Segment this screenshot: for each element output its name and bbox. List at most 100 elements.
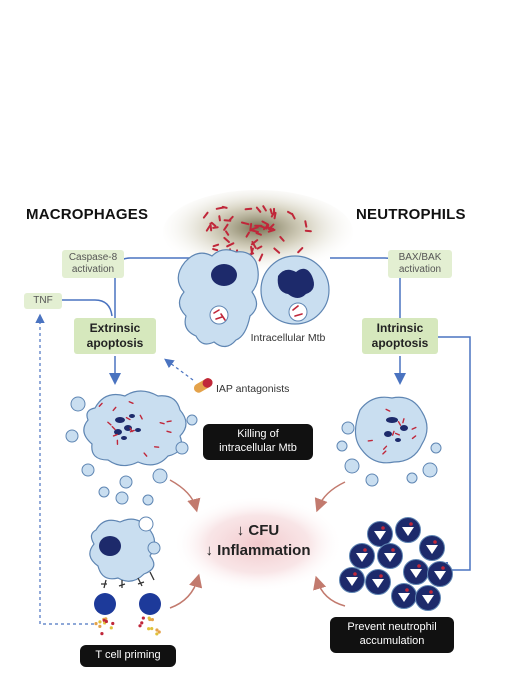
apoptotic-body — [152, 468, 168, 484]
neutrophil-nucleus-gap — [422, 595, 434, 604]
mtb-bacterium — [304, 229, 312, 233]
mtb-bacterium — [166, 420, 172, 423]
apoptotic-body — [119, 475, 133, 489]
mtb-bacterium — [256, 245, 263, 250]
mtb-bacterium — [405, 588, 409, 592]
apoptotic-macrophage-red-arrow — [169, 479, 201, 513]
mtb-bacterium — [363, 548, 367, 552]
apoptotic-body — [186, 414, 198, 426]
extrinsic-apoptosis-box: Extrinsic apoptosis — [74, 318, 156, 354]
infected-macrophage — [177, 249, 259, 348]
mtb-bacterium — [212, 243, 220, 248]
neutrophil-nucleus-gap — [426, 545, 438, 554]
apoptotic-body — [81, 463, 95, 477]
iap-antagonist-pill-icon — [193, 378, 213, 393]
cytokine-dot — [147, 627, 151, 631]
mtb-bacterium — [202, 211, 209, 219]
mtb-bacterium — [223, 236, 230, 244]
mtb-bacterium — [255, 206, 262, 213]
mtb-bacterium — [411, 426, 417, 430]
mtb-bacterium — [125, 416, 131, 421]
mtb-bacterium — [273, 211, 277, 220]
apoptotic-body — [406, 472, 418, 484]
mtb-bacterium — [250, 229, 259, 233]
iap-antagonists-label: IAP antagonists — [216, 383, 290, 395]
mtb-bacterium — [112, 433, 118, 437]
mtb-bacterium — [240, 221, 250, 226]
mtb-bacterium — [391, 430, 395, 436]
outcome-inflammation: ↓ Inflammation — [205, 542, 311, 559]
mtb-bacterium — [221, 205, 228, 209]
mtb-bacterium — [382, 450, 387, 455]
mtb-bacterium — [111, 425, 116, 431]
apoptotic-neutrophil-red-arrow — [314, 481, 346, 513]
neutrophil-nucleus-gap — [374, 531, 386, 540]
outcome-cfu: ↓ CFU — [236, 522, 280, 539]
mtb-bacterium — [223, 223, 229, 231]
cytokine-dot — [98, 624, 102, 628]
cytokine-dot — [100, 632, 104, 636]
center-outcome-glow — [173, 496, 343, 592]
mtb-bacterium — [267, 228, 276, 233]
neutrophil-nucleus-gap — [372, 579, 384, 588]
mtb-bacterium — [297, 247, 304, 254]
mtb-bacterium — [212, 226, 219, 229]
mtb-bacterium — [212, 248, 219, 252]
iap-dashed-arrow — [164, 358, 194, 381]
mtb-bacterium — [441, 566, 445, 570]
mtb-bacterium — [250, 226, 259, 231]
mtb-bacterium — [417, 564, 421, 568]
mtb-bacterium — [273, 247, 281, 254]
mtb-bacterium — [262, 205, 267, 212]
prevent-red-arrow — [313, 575, 346, 607]
mtb-bacterium — [258, 253, 264, 262]
cytokine-dot — [150, 617, 154, 622]
macrophages-header: MACROPHAGES — [26, 206, 149, 223]
mtb-bacterium — [250, 239, 259, 246]
cytokine-dot — [109, 626, 113, 630]
mtb-bacterium — [209, 222, 213, 232]
neutrophil-nucleus-gap — [384, 553, 396, 562]
cytokine-dot — [150, 626, 154, 631]
apoptotic-body — [344, 458, 360, 474]
cytokine-dot — [104, 619, 108, 624]
mtb-bacterium — [279, 235, 285, 242]
apoptotic-body — [65, 429, 79, 443]
cytokine-dot — [98, 620, 102, 624]
apoptotic-body — [430, 442, 442, 454]
mtb-bacterium — [166, 430, 172, 434]
neutrophil-nucleus-gap — [346, 577, 358, 586]
mtb-bacterium — [205, 224, 212, 232]
caspase8-activation-label: Caspase-8 activation — [62, 250, 124, 278]
mtb-bacterium — [255, 232, 262, 236]
mtb-bacterium — [409, 522, 413, 526]
mtb-bacterium — [226, 242, 235, 248]
mtb-bacterium — [382, 445, 388, 450]
cytokine-dot — [141, 616, 145, 620]
mtb-bacterium — [394, 432, 401, 436]
neutrophil-nucleus-gap — [410, 569, 422, 578]
mtb-bacterium — [267, 223, 275, 231]
mtb-bacterium — [112, 406, 117, 412]
mtb-bacterium — [107, 421, 112, 426]
mtb-bacterium — [218, 215, 221, 222]
cytokine-dot — [94, 622, 98, 626]
mtb-bacterium — [139, 414, 143, 420]
cytokine-dot — [155, 628, 159, 632]
mtb-bacterium — [128, 401, 134, 405]
mtb-bacterium — [353, 572, 357, 576]
cytokine-dot — [140, 621, 144, 625]
mtb-bacterium — [429, 590, 433, 594]
mtb-bacterium — [291, 212, 296, 220]
mtb-bacterium — [261, 220, 270, 226]
apoptotic-neutrophil — [336, 396, 442, 487]
cytokine-dot — [157, 630, 161, 634]
mtb-bacterium — [381, 526, 385, 530]
mtb-bacterium — [225, 230, 230, 236]
cytokine-dot — [155, 632, 159, 636]
cytokine-dot — [147, 616, 151, 620]
neutrophil-nucleus-gap — [398, 593, 410, 602]
infected-neutrophil — [260, 255, 330, 325]
t-cell-priming-box: T cell priming — [80, 645, 176, 667]
apoptotic-macrophage — [65, 390, 198, 506]
